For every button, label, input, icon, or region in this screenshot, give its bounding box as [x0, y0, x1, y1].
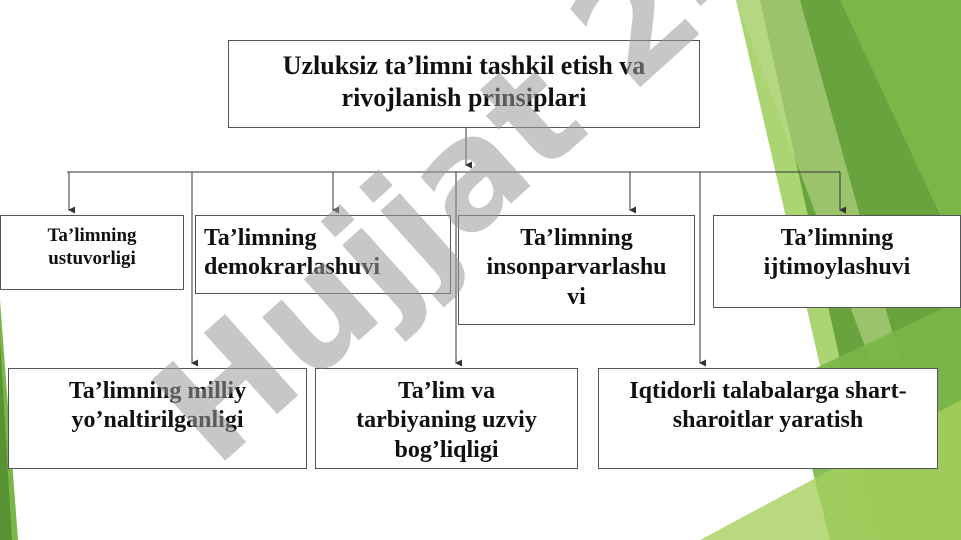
principle-box-milliy: Ta’limning milliy yo’naltirilganligi — [8, 368, 307, 469]
box-line: Ta’limning milliy — [68, 378, 247, 404]
principle-box-demokrarlashuvi: Ta’limning demokrarlashuvi — [195, 215, 451, 294]
box-line: ustuvorligi — [48, 248, 136, 270]
principle-box-insonparvarlashuvi: Ta’limning insonparvarlashu vi — [458, 215, 695, 325]
box-line: insonparvarlashu — [486, 254, 667, 281]
box-line: sharoitlar yaratish — [672, 407, 864, 434]
box-line: vi — [567, 283, 586, 310]
box-line: tarbiyaning uzviy — [356, 407, 537, 434]
principle-box-uzviy: Ta’lim va tarbiyaning uzviy bog’liqligi — [315, 368, 578, 469]
box-line: Ta’lim va — [397, 378, 496, 404]
box-line: Ta’limning — [780, 225, 894, 251]
principle-box-ijtimoylashuvi: Ta’limning ijtimoylashuvi — [713, 215, 961, 308]
title-line-2: rivojlanish prinsiplari — [341, 82, 587, 112]
box-line: demokrarlashuvi — [204, 254, 381, 281]
principle-box-iqtidorli: Iqtidorli talabalarga shart- sharoitlar … — [598, 368, 938, 469]
box-line: bog’liqligi — [394, 436, 499, 463]
title-box: Uzluksiz ta’limni tashkil etish va rivoj… — [228, 40, 700, 128]
box-line: Ta’limning — [520, 225, 633, 251]
box-line: Iqtidorli talabalarga shart- — [629, 378, 907, 404]
box-line: Ta’limning — [47, 225, 137, 246]
principle-box-ustuvorligi: Ta’limning ustuvorligi — [0, 215, 184, 290]
box-line: yo’naltirilganligi — [71, 407, 244, 434]
box-line: ijtimoylashuvi — [763, 254, 911, 281]
box-line: Ta’limning — [204, 225, 317, 251]
title-line-1: Uzluksiz ta’limni tashkil etish va — [282, 51, 646, 80]
